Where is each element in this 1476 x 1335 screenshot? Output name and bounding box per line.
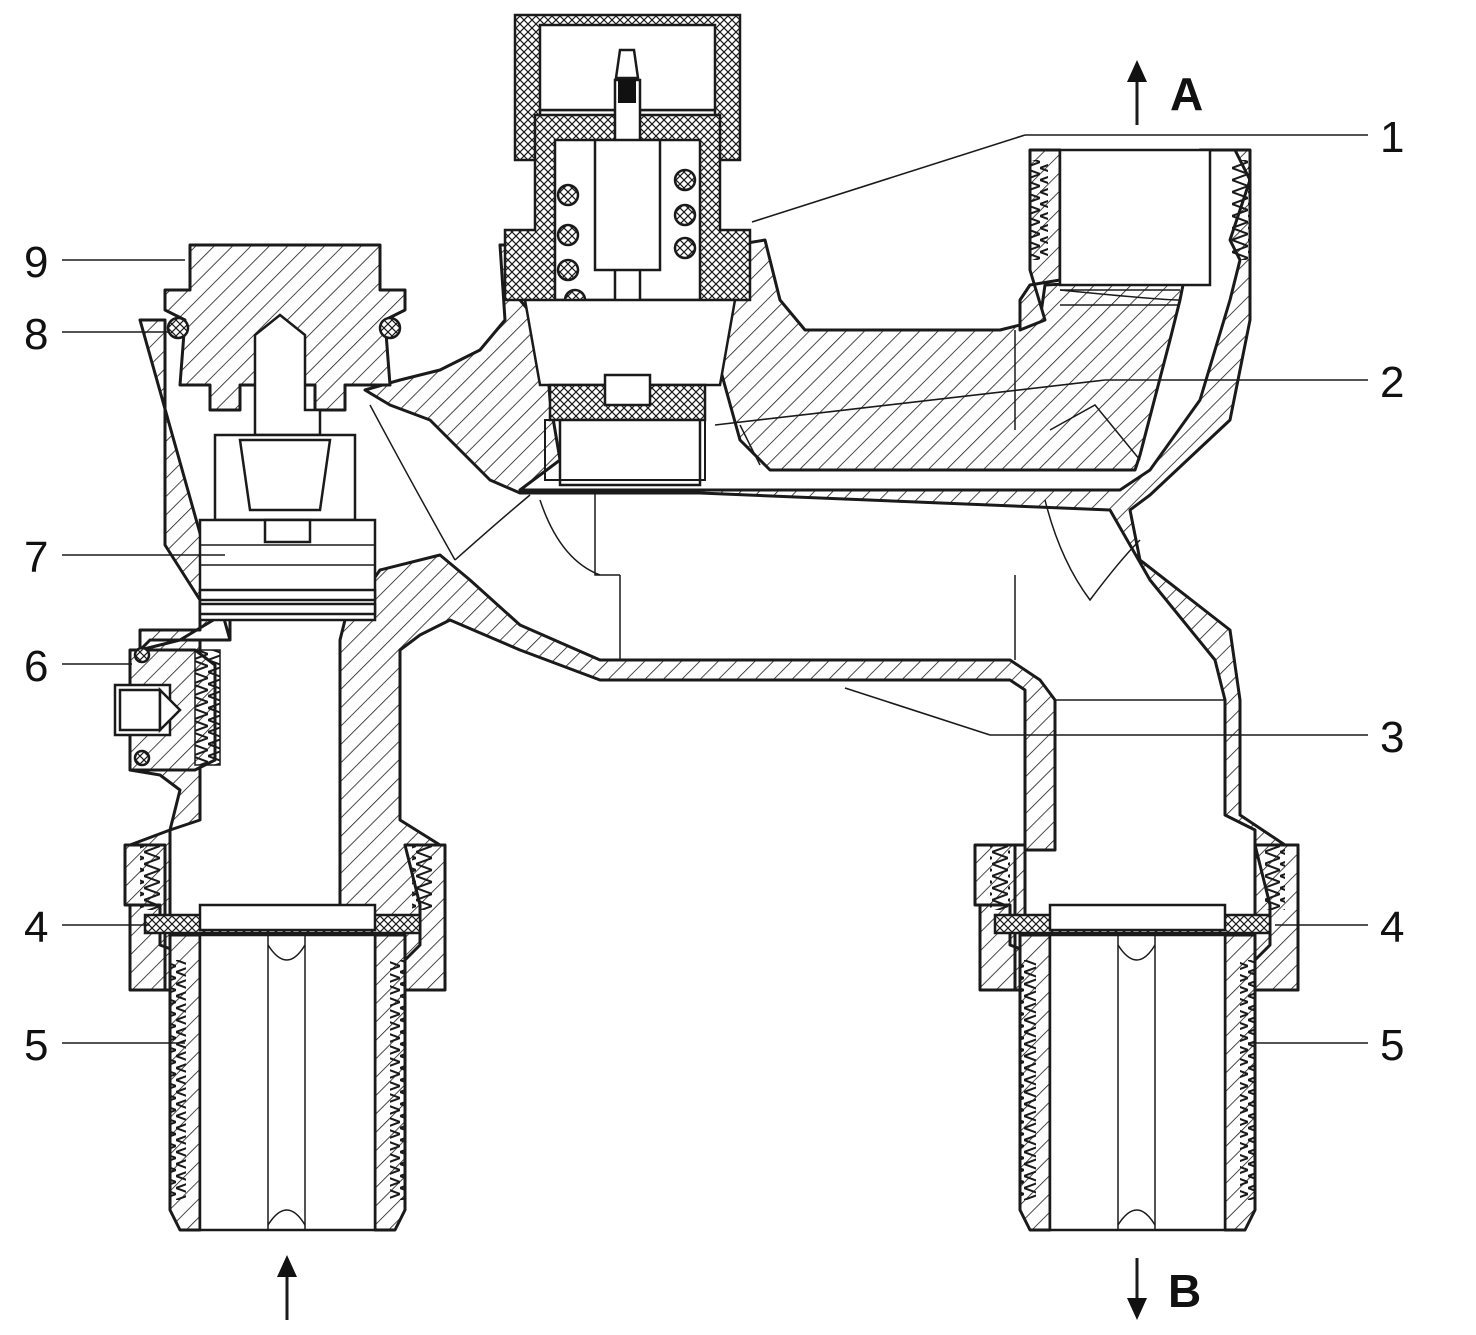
callout-7: 7 xyxy=(24,533,48,582)
callout-labels: 1 2 3 4 5 9 8 7 6 4 5 A B xyxy=(24,68,1404,1317)
outlet-b-label: B xyxy=(1168,1265,1201,1317)
callout-5-left: 5 xyxy=(24,1021,48,1070)
callout-9: 9 xyxy=(24,238,48,287)
outlet-b-arrow xyxy=(1127,1258,1147,1320)
cartridge xyxy=(198,313,377,622)
side-port xyxy=(113,646,221,772)
outlet-a-arrow xyxy=(1127,60,1147,125)
callout-3: 3 xyxy=(1380,713,1404,762)
leader-3 xyxy=(844,687,991,736)
leader-lines xyxy=(62,134,1368,1044)
outlet-a-thread xyxy=(1030,148,1250,306)
callout-5-right: 5 xyxy=(1380,1021,1404,1070)
flow-arrows xyxy=(277,60,1147,1320)
leader-1 xyxy=(751,134,1026,223)
right-union xyxy=(973,843,1300,1232)
callout-6: 6 xyxy=(24,642,48,691)
leader-2 xyxy=(714,379,1106,426)
thermostat-head xyxy=(503,13,752,487)
outlet-a-label: A xyxy=(1170,68,1203,120)
callout-8: 8 xyxy=(24,310,48,359)
callout-4-left: 4 xyxy=(24,903,48,952)
internal-passages xyxy=(369,289,1225,701)
callout-4-right: 4 xyxy=(1380,903,1404,952)
callout-1: 1 xyxy=(1380,113,1404,162)
inlet-arrow xyxy=(277,1255,297,1320)
callout-2: 2 xyxy=(1380,358,1404,407)
left-union xyxy=(123,843,447,1232)
